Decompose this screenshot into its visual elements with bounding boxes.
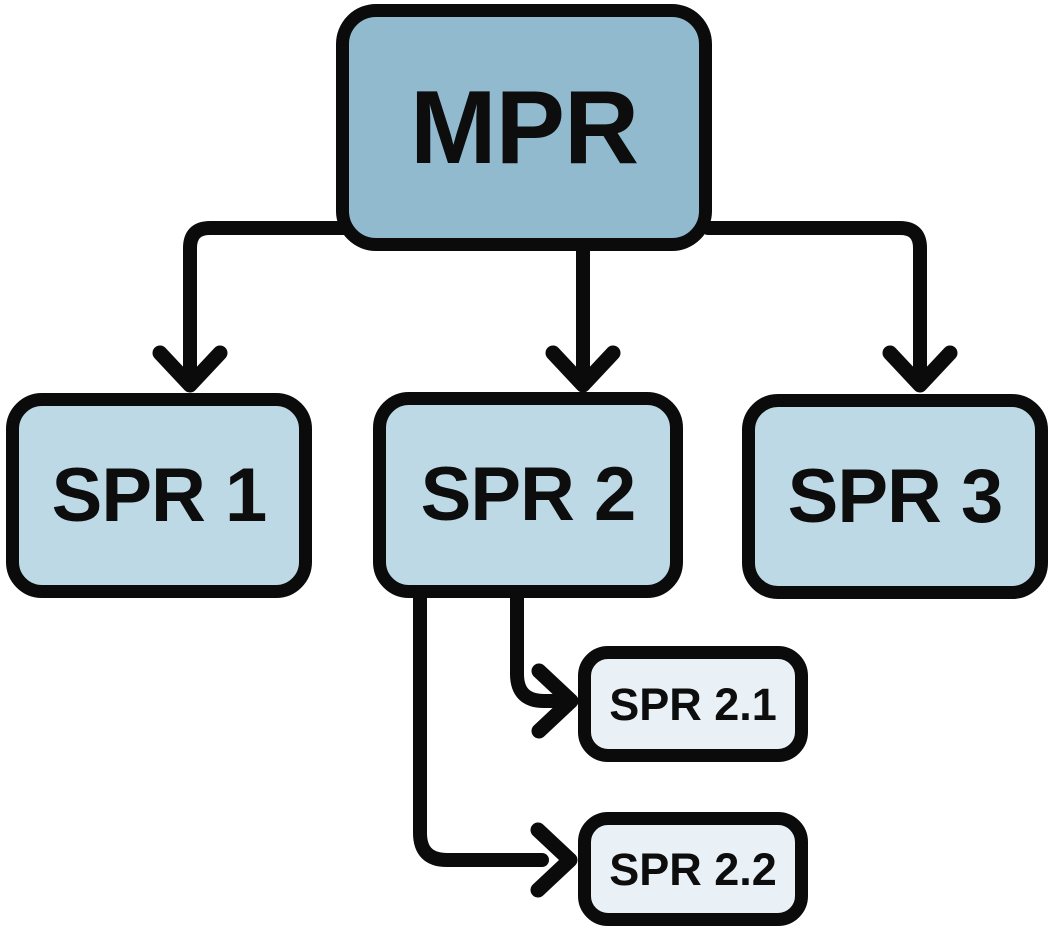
arrowhead-down-icon [545,345,621,393]
edge-mpr-spr3 [701,221,958,393]
node-spr-1: SPR 1 [6,393,312,598]
edge-spr2-spr21 [510,583,579,739]
node-spr-3-label: SPR 3 [787,453,1004,539]
arrowhead-down-icon [882,345,958,393]
node-spr-2-1-label: SPR 2.1 [609,678,777,730]
node-mpr: MPR [336,4,712,251]
edge-mpr-spr3-line [701,221,927,375]
edge-mpr-spr1 [152,221,353,393]
node-spr-2: SPR 2 [373,392,683,598]
edge-mpr-spr2 [545,237,621,393]
edge-mpr-spr1-line [183,221,353,375]
node-spr-2-label: SPR 2 [420,452,637,537]
node-spr-2-2: SPR 2.2 [578,812,808,926]
arrowhead-right-icon [531,663,579,739]
node-mpr-label: MPR [409,69,639,186]
arrowhead-down-icon [152,345,228,393]
node-spr-2-1: SPR 2.1 [578,646,808,762]
arrowhead-right-icon [530,822,578,898]
node-spr-1-label: SPR 1 [51,452,268,538]
node-spr-3: SPR 3 [742,394,1048,599]
edge-spr2-spr21-line [510,583,560,708]
node-spr-2-2-label: SPR 2.2 [609,843,777,895]
edge-spr2-spr22-line [413,583,549,867]
edge-spr2-spr22 [413,583,578,898]
